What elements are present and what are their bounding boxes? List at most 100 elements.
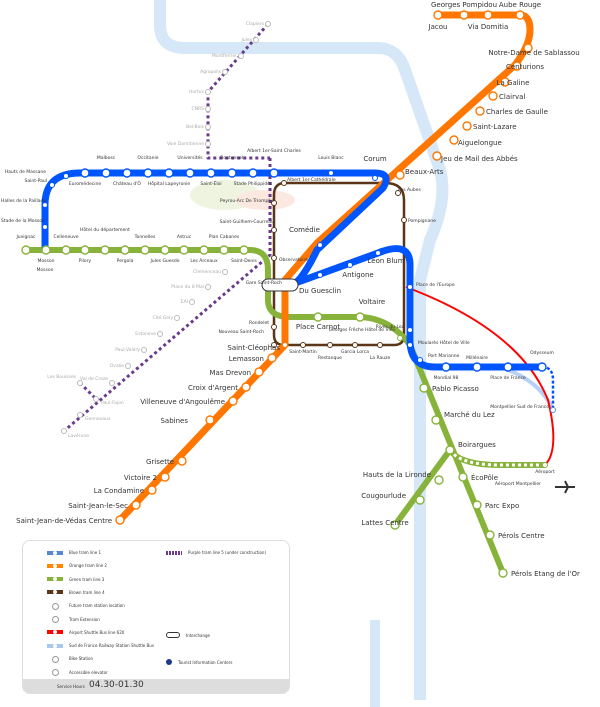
station-la-rauze[interactable] (377, 342, 383, 348)
station-p-rols-etang-de-l-or[interactable] (498, 568, 508, 578)
station-saint-denis[interactable] (239, 245, 249, 255)
station-boirargues[interactable] (445, 445, 455, 455)
station-albert-1er-cath-drale[interactable] (281, 180, 287, 186)
station-la-condamine[interactable] (147, 485, 157, 495)
station-voie-domitienne[interactable] (205, 141, 211, 147)
station-pergola[interactable] (120, 245, 130, 255)
station-saint-martin[interactable] (300, 342, 306, 348)
station-boutonnet[interactable] (227, 168, 237, 178)
station-georges-fr-che-h-tel-de-ville[interactable] (397, 335, 403, 341)
station-place-carnot[interactable] (313, 312, 323, 322)
station-jules-guesde[interactable] (160, 245, 170, 255)
station-jeu-de-mail-des-abb-s[interactable] (432, 151, 442, 161)
station-aube-rouge[interactable] (515, 10, 525, 20)
station-mill-naire[interactable] (472, 362, 482, 372)
station-les-bouisses[interactable] (77, 380, 83, 386)
station-a-roport-montpellier[interactable] (542, 481, 548, 487)
station-saint-cl-ophas[interactable] (282, 342, 288, 348)
station-clapiers[interactable] (265, 21, 271, 27)
station-hauts-de-massane[interactable] (63, 173, 69, 179)
station-place-de-france[interactable] (503, 362, 513, 372)
interchange-gare-saint-roch[interactable] (261, 278, 299, 292)
station-saint-jean-de-v-das-centre[interactable] (115, 515, 125, 525)
station-rives-du-lez[interactable] (407, 327, 413, 333)
station-occitanie[interactable] (143, 168, 153, 178)
station-h-tel-du-d-partement[interactable] (100, 245, 110, 255)
station-clairval[interactable] (488, 91, 498, 101)
station-les-aubes[interactable] (395, 190, 401, 196)
station-saint-guilhem-courreau[interactable] (271, 227, 277, 233)
station-place-du-8-mai[interactable] (205, 284, 211, 290)
station-l-on-blum[interactable] (375, 250, 381, 256)
station-rondelet[interactable] (271, 324, 277, 330)
station-halles-de-la-paillade[interactable] (42, 202, 48, 208)
station-stade-de-la-mosson[interactable] (42, 224, 48, 230)
station-mas-drevon[interactable] (254, 367, 264, 377)
station-h-pital-lapeyronie[interactable] (164, 168, 174, 178)
station-port-marianne[interactable] (417, 357, 423, 363)
station-saint-jean-le-sec[interactable] (131, 500, 141, 510)
station-paul-val-ry[interactable] (141, 347, 147, 353)
station-antigone[interactable] (347, 262, 353, 268)
station-victoire-2[interactable] (160, 472, 170, 482)
station-observatoire[interactable] (271, 255, 277, 261)
station-clemenceau[interactable] (222, 269, 228, 275)
station-aiguelongue[interactable] (449, 135, 459, 145)
station-saint-loi[interactable] (206, 168, 216, 178)
station--cop-le[interactable] (458, 472, 468, 482)
station-nouveau-saint-roch[interactable] (271, 342, 277, 348)
station-agropolis[interactable] (222, 69, 228, 75)
station-celleneuve[interactable] (61, 245, 71, 255)
station-saint-lazare[interactable] (462, 121, 472, 131)
station-universit-s[interactable] (185, 168, 195, 178)
station-hauts-de-la-lironde[interactable] (434, 475, 444, 485)
station-lemasson[interactable] (267, 353, 277, 363)
station-lav-rune[interactable] (61, 428, 67, 434)
station-tonnelles[interactable] (140, 245, 150, 255)
station-malbosc[interactable] (101, 168, 111, 178)
station-sabines[interactable] (205, 415, 215, 425)
station-notre-dame-de-sablassou[interactable] (523, 43, 533, 53)
station-val-de-croze[interactable] (109, 380, 115, 386)
station-march-du-lez[interactable] (431, 415, 441, 425)
station-odysseum[interactable] (537, 362, 547, 372)
station-les-arceaux[interactable] (199, 245, 209, 255)
station-via-domitia[interactable] (483, 10, 493, 20)
station-albert-1er-saint-charles[interactable] (269, 168, 279, 178)
station-astruc[interactable] (179, 245, 189, 255)
station-parc-expo[interactable] (472, 500, 482, 510)
station-charles-de-gaulle[interactable] (475, 106, 485, 116)
station-du-guesclin[interactable] (317, 272, 323, 278)
station-garcia-lorca[interactable] (352, 342, 358, 348)
station-mondial-98[interactable] (441, 362, 451, 372)
station-ovalie[interactable] (125, 363, 131, 369)
station-jacou[interactable] (433, 10, 443, 20)
station-cnrs[interactable] (205, 106, 211, 112)
station-mosson[interactable] (41, 245, 51, 255)
station-ch-teau-d-[interactable] (122, 168, 132, 178)
station-a-roport[interactable] (542, 462, 548, 468)
station-moular-s-h-tel-de-ville[interactable] (407, 342, 413, 348)
station-p-rols-centre[interactable] (485, 530, 495, 540)
station-eurom-decine[interactable] (80, 168, 90, 178)
station-beaux-arts[interactable] (395, 170, 405, 180)
station-pablo-picasso[interactable] (419, 383, 429, 393)
station-grisette[interactable] (177, 456, 187, 466)
station-pilory[interactable] (80, 245, 90, 255)
station-cougourlude[interactable] (415, 495, 425, 505)
station-eai[interactable] (189, 299, 195, 305)
station-paul-fajon[interactable] (93, 396, 99, 402)
station-voltaire[interactable] (355, 312, 365, 322)
station-peyrou-arc-de-triomphe[interactable] (271, 200, 277, 206)
station-com-die[interactable] (317, 242, 323, 248)
station-estanove[interactable] (157, 331, 163, 337)
station-gennevaux[interactable] (77, 412, 83, 418)
station-bel-bois[interactable] (205, 124, 211, 130)
station-plan-cabanes[interactable] (219, 245, 229, 255)
station-saint-paul[interactable] (49, 182, 55, 188)
station-restanque[interactable] (327, 342, 333, 348)
station-pompignane[interactable] (401, 217, 407, 223)
station-georges-pompidou[interactable] (459, 10, 469, 20)
station-montpellier-sud-de-france[interactable] (550, 407, 556, 413)
station-lattes-centre[interactable] (390, 520, 400, 530)
